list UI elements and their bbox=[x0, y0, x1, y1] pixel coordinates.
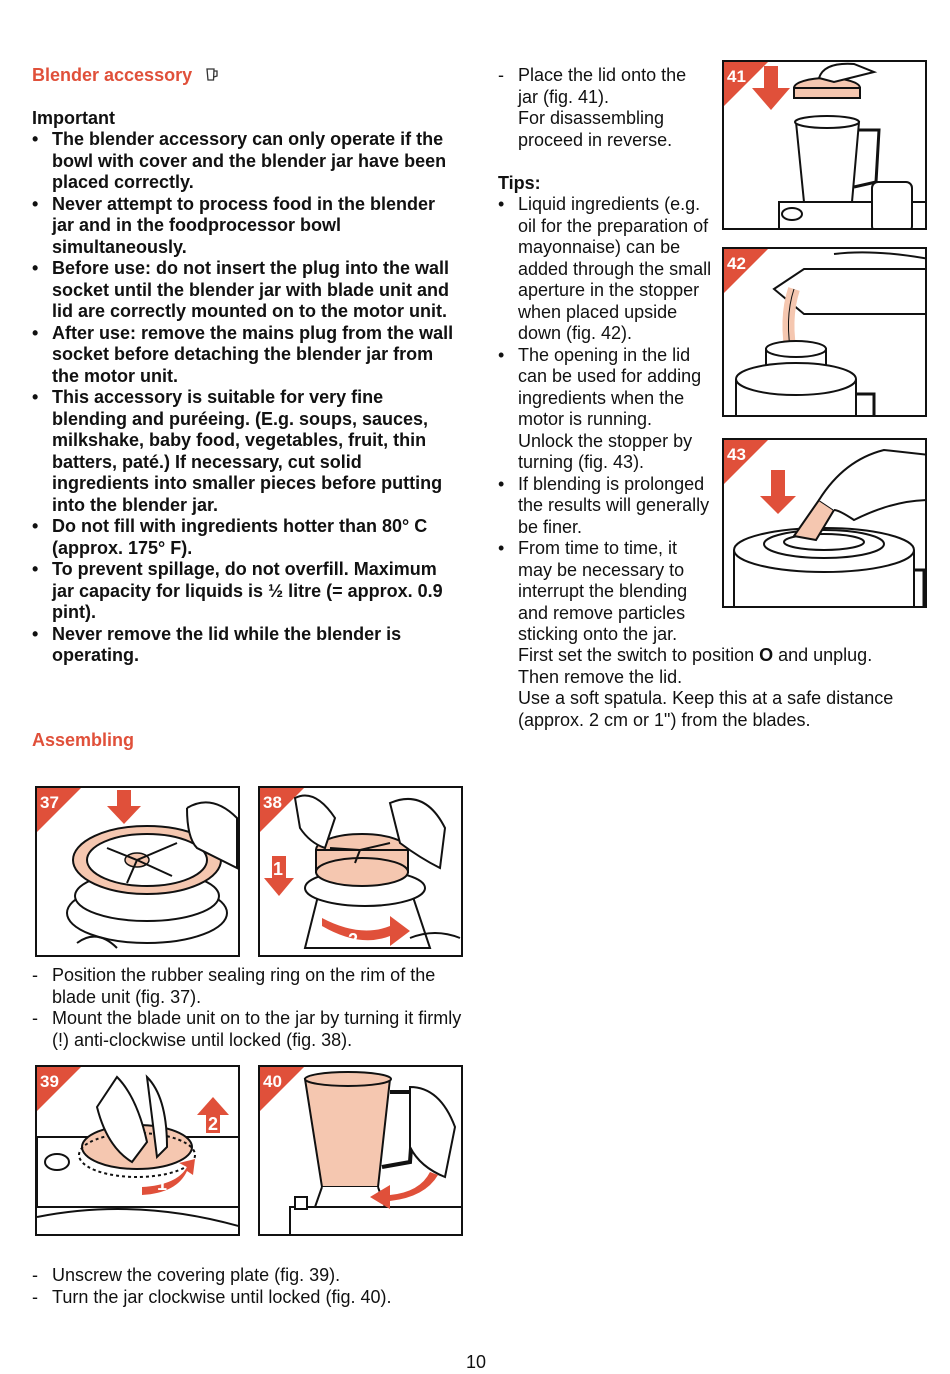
page-number: 10 bbox=[466, 1352, 487, 1372]
figure-40: 40 bbox=[258, 1065, 463, 1236]
lid-step: Place the lid onto the jar (fig. 41). Fo… bbox=[498, 65, 703, 151]
important-item: To prevent spillage, do not overfill. Ma… bbox=[32, 559, 462, 624]
important-item: Never attempt to process food in the ble… bbox=[32, 194, 462, 259]
important-item: After use: remove the mains plug from th… bbox=[32, 323, 462, 388]
figure-42-number: 42 bbox=[727, 254, 746, 273]
tip-item: If blending is prolonged the results wil… bbox=[498, 474, 712, 539]
spatula-text: Use a soft spatula. Keep this at a safe … bbox=[518, 688, 894, 730]
figure-41-number: 41 bbox=[727, 67, 746, 86]
blender-accessory-title: Blender accessory bbox=[32, 65, 219, 86]
tip-text: Unlock the stopper by turning (fig. 43). bbox=[518, 430, 693, 473]
figure-37: 37 bbox=[35, 786, 240, 957]
tip-item: From time to time, it may be necessary t… bbox=[498, 538, 712, 646]
lid-step-list: Place the lid onto the jar (fig. 41). Fo… bbox=[498, 65, 703, 151]
switch-position: O bbox=[759, 645, 774, 665]
blender-accessory-title-text: Blender accessory bbox=[32, 65, 193, 85]
figure-43: 43 bbox=[722, 438, 927, 608]
figure-38-number: 38 bbox=[263, 793, 282, 812]
assembling-step: Position the rubber sealing ring on the … bbox=[32, 965, 462, 1008]
tips-heading: Tips: bbox=[498, 173, 541, 193]
tip-item: The opening in the lid can be used for a… bbox=[498, 345, 712, 474]
assembling-step: Turn the jar clockwise until locked (fig… bbox=[32, 1287, 462, 1309]
figure-37-number: 37 bbox=[40, 793, 59, 812]
step-1-label: 1 bbox=[157, 1174, 167, 1194]
tips-continuation: First set the switch to position O and u… bbox=[518, 645, 928, 731]
assembling-step: Mount the blade unit on to the jar by tu… bbox=[32, 1008, 462, 1051]
important-item: This accessory is suitable for very fine… bbox=[32, 387, 462, 516]
figure-43-number: 43 bbox=[727, 445, 746, 464]
figure-41: 41 bbox=[722, 60, 927, 230]
important-item: Do not fill with ingredients hotter than… bbox=[32, 516, 462, 559]
assembling-steps-b: Unscrew the covering plate (fig. 39). Tu… bbox=[32, 1265, 462, 1308]
important-list: The blender accessory can only operate i… bbox=[32, 129, 462, 667]
figure-42: 42 bbox=[722, 247, 927, 417]
remove-lid-text: Then remove the lid. bbox=[518, 666, 683, 687]
disassembling-text: For disassembling proceed in reverse. bbox=[518, 108, 673, 150]
figure-39-number: 39 bbox=[40, 1072, 59, 1091]
blender-jar-icon bbox=[206, 68, 218, 81]
figure-38: 38 1 2 bbox=[258, 786, 463, 957]
important-heading: Important bbox=[32, 108, 115, 128]
figure-40-number: 40 bbox=[263, 1072, 282, 1091]
step-1-label: 1 bbox=[273, 859, 283, 879]
step-2-label: 2 bbox=[208, 1114, 218, 1134]
assembling-steps-a: Position the rubber sealing ring on the … bbox=[32, 965, 462, 1051]
step-2-label: 2 bbox=[348, 930, 358, 950]
important-item: The blender accessory can only operate i… bbox=[32, 129, 462, 194]
important-item: Before use: do not insert the plug into … bbox=[32, 258, 462, 323]
tip-item: Liquid ingredients (e.g. oil for the pre… bbox=[498, 194, 712, 345]
important-item: Never remove the lid while the blender i… bbox=[32, 624, 462, 667]
assembling-title: Assembling bbox=[32, 730, 135, 750]
tips-list: Liquid ingredients (e.g. oil for the pre… bbox=[498, 194, 712, 646]
lid-step-text: Place the lid onto the jar (fig. 41). bbox=[518, 65, 687, 107]
tip-text: The opening in the lid can be used for a… bbox=[518, 344, 702, 430]
switch-instruction: First set the switch to position O and u… bbox=[518, 645, 873, 665]
figure-39: 39 2 1 bbox=[35, 1065, 240, 1236]
assembling-step: Unscrew the covering plate (fig. 39). bbox=[32, 1265, 462, 1287]
